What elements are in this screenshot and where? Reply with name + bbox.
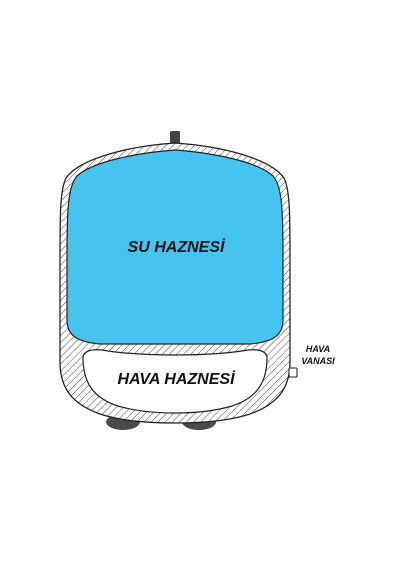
water-chamber-label: SU HAZNESİ bbox=[128, 238, 226, 256]
top-nozzle bbox=[170, 131, 180, 146]
air-valve-label-line2: VANASI bbox=[301, 356, 335, 366]
air-chamber-label: HAVA HAZNESİ bbox=[117, 370, 236, 388]
air-chamber bbox=[82, 349, 268, 414]
air-valve bbox=[288, 367, 298, 378]
air-valve-label-line1: HAVA bbox=[306, 344, 330, 354]
water-chamber bbox=[66, 149, 284, 345]
